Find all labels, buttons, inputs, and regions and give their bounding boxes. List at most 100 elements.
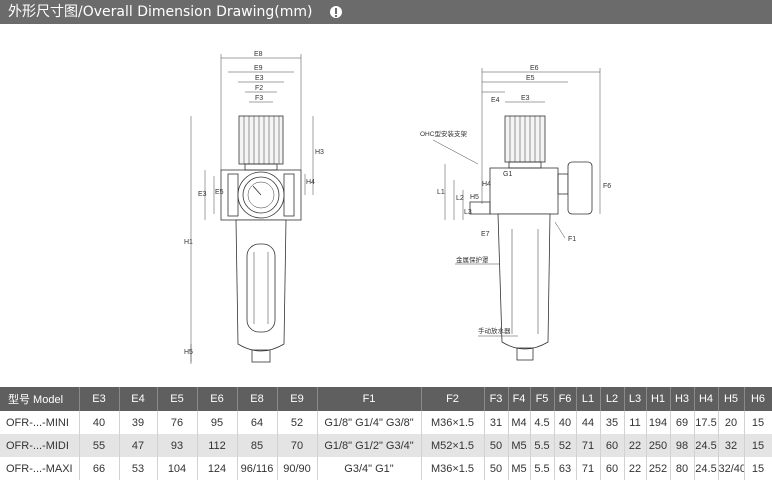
label-l2: L2 xyxy=(456,195,464,202)
table-cell: G1/8" G1/2" G3/4" xyxy=(317,434,422,457)
column-header: E6 xyxy=(197,387,238,411)
table-row: OFR-...-MINI 40 39 76 95 64 52 G1/8" G1/… xyxy=(0,411,772,434)
table-row: OFR-...-MAXI 66 53 104 124 96/116 90/90 … xyxy=(0,457,772,480)
table-cell: M36×1.5 xyxy=(421,457,485,480)
side-dimension-lines xyxy=(432,68,601,337)
table-cell: 66 xyxy=(79,457,120,480)
table-cell: 17.5 xyxy=(694,411,719,434)
column-header: E8 xyxy=(237,387,278,411)
table-cell: 76 xyxy=(157,411,198,434)
label-e4: E4 xyxy=(491,97,500,104)
table-cell: 60 xyxy=(600,457,625,480)
table-cell: 90/90 xyxy=(277,457,318,480)
table-cell: 47 xyxy=(119,434,158,457)
table-cell: 112 xyxy=(197,434,238,457)
column-header: E3 xyxy=(79,387,120,411)
column-header: F2 xyxy=(421,387,485,411)
table-cell: 31 xyxy=(484,411,509,434)
label-h3: H3 xyxy=(315,149,324,156)
label-h4-side: H4 xyxy=(482,181,491,188)
label-h4: H4 xyxy=(306,179,315,186)
label-e5-side: E5 xyxy=(526,75,535,82)
label-l1: L1 xyxy=(437,189,445,196)
label-f2: F2 xyxy=(255,85,263,92)
table-cell: 11 xyxy=(624,411,647,434)
table-cell: 252 xyxy=(646,457,671,480)
label-h1: H1 xyxy=(184,239,193,246)
table-cell: 22 xyxy=(624,434,647,457)
table-cell: 15 xyxy=(744,457,772,480)
column-header: 型号 Model xyxy=(0,387,80,411)
table-header-row: 型号 Model E3 E4 E5 E6 E8 E9 F1 F2 F3 F4 F… xyxy=(0,387,772,411)
column-header: E5 xyxy=(157,387,198,411)
table-cell: 40 xyxy=(554,411,577,434)
column-header: F1 xyxy=(317,387,422,411)
column-header: H5 xyxy=(718,387,745,411)
label-e3-top: E3 xyxy=(521,95,530,102)
table-cell: 52 xyxy=(277,411,318,434)
table-cell: 50 xyxy=(484,434,509,457)
table-cell: M5 xyxy=(508,457,531,480)
table-row: OFR-...-MIDI 55 47 93 112 85 70 G1/8" G1… xyxy=(0,434,772,457)
page-title: 外形尺寸图/Overall Dimension Drawing(mm) xyxy=(8,4,313,20)
label-l3: L3 xyxy=(464,209,472,216)
table-cell: 52 xyxy=(554,434,577,457)
column-header: H1 xyxy=(646,387,671,411)
label-e3-side: E3 xyxy=(198,191,207,198)
table-cell: 124 xyxy=(197,457,238,480)
column-header: F4 xyxy=(508,387,531,411)
label-e3: E3 xyxy=(255,75,264,82)
column-header: F5 xyxy=(530,387,555,411)
table-cell: 98 xyxy=(670,434,695,457)
table-cell: 60 xyxy=(600,434,625,457)
info-icon xyxy=(330,6,342,18)
table-cell: 80 xyxy=(670,457,695,480)
label-h5: H5 xyxy=(184,349,193,356)
table-cell: 95 xyxy=(197,411,238,434)
table-cell: 50 xyxy=(484,457,509,480)
label-e8: E8 xyxy=(254,51,263,58)
label-f3: F3 xyxy=(255,95,263,102)
table-cell: M36×1.5 xyxy=(421,411,485,434)
dimension-table: 型号 Model E3 E4 E5 E6 E8 E9 F1 F2 F3 F4 F… xyxy=(0,387,772,480)
table-cell: 22 xyxy=(624,457,647,480)
table-cell: 20 xyxy=(718,411,745,434)
label-e9: E9 xyxy=(254,65,263,72)
table-cell: 250 xyxy=(646,434,671,457)
column-header: F6 xyxy=(554,387,577,411)
table-cell: 5.5 xyxy=(530,434,555,457)
table-cell: 85 xyxy=(237,434,278,457)
table-cell: M52×1.5 xyxy=(421,434,485,457)
table-cell: 96/116 xyxy=(237,457,278,480)
column-header: L1 xyxy=(576,387,601,411)
table-cell: 40 xyxy=(79,411,120,434)
table-cell: 5.5 xyxy=(530,457,555,480)
column-header: E9 xyxy=(277,387,318,411)
column-header: L3 xyxy=(624,387,647,411)
label-h5-side: H5 xyxy=(470,194,479,201)
column-header: H6 xyxy=(744,387,772,411)
front-dimension-lines xyxy=(190,54,314,364)
table-cell: 104 xyxy=(157,457,198,480)
table-cell: 71 xyxy=(576,434,601,457)
label-e7: E7 xyxy=(481,231,490,238)
table-cell: 35 xyxy=(600,411,625,434)
label-e6: E6 xyxy=(530,65,539,72)
table-cell: 70 xyxy=(277,434,318,457)
column-header: F3 xyxy=(484,387,509,411)
column-header: H3 xyxy=(670,387,695,411)
table-cell: 53 xyxy=(119,457,158,480)
callout-bracket: OHC型安装支架 xyxy=(420,129,467,138)
table-cell: 24.5 xyxy=(694,434,719,457)
label-e5: E5 xyxy=(215,189,224,196)
side-view xyxy=(469,115,593,361)
label-f1: F1 xyxy=(568,236,576,243)
label-g1: G1 xyxy=(503,171,512,178)
table-cell: 55 xyxy=(79,434,120,457)
table-cell: OFR-...-MINI xyxy=(0,411,80,434)
page-header: 外形尺寸图/Overall Dimension Drawing(mm) xyxy=(0,0,772,24)
table-cell: M4 xyxy=(508,411,531,434)
table-cell: 32 xyxy=(718,434,745,457)
table-cell: 71 xyxy=(576,457,601,480)
table-cell: 4.5 xyxy=(530,411,555,434)
